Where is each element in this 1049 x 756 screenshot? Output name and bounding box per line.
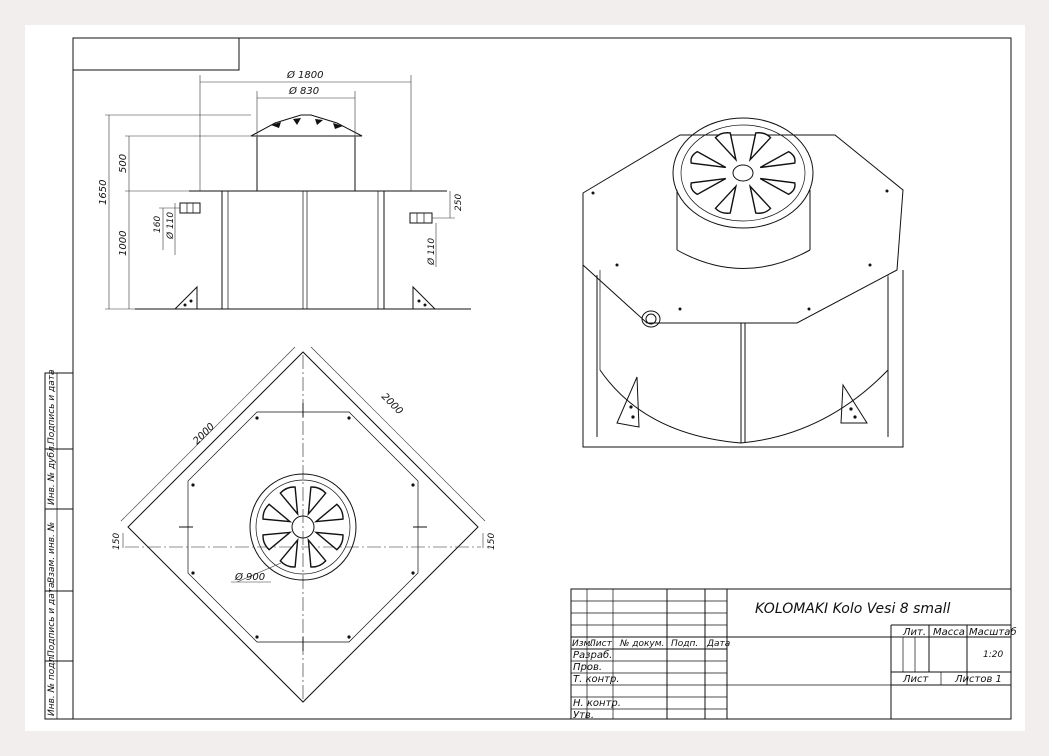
top-corner-box [72, 37, 240, 71]
col-docum: № докум. [619, 639, 664, 649]
drawing-title: KOLOMAKI Kolo Vesi 8 small [755, 601, 951, 617]
lid-slot [714, 132, 738, 163]
dim-150-left: 150 [112, 533, 122, 550]
lid-slot [279, 537, 299, 568]
lid-slot [279, 486, 299, 517]
listov-label: Листов 1 [954, 674, 1002, 685]
inv-dubl-label: Инв. № дубл. [47, 443, 57, 505]
dim-830: Ø 830 [288, 85, 319, 97]
lid-slot [313, 531, 344, 551]
lid-slot [714, 183, 738, 214]
massa-label: Масса [933, 627, 965, 638]
col-list: Лист [588, 639, 613, 649]
lid-slot [690, 150, 727, 169]
lid-slot [313, 503, 344, 523]
col-izm: Изм. [572, 639, 593, 649]
scale-value: 1:20 [983, 650, 1003, 660]
dim-1650: 1650 [98, 180, 109, 205]
dim-110-left: Ø 110 [165, 212, 176, 240]
podp-data-label-2: Подпись и дата [47, 369, 57, 444]
dim-160: 160 [153, 216, 163, 233]
lid-slot [759, 177, 796, 196]
title-block: KOLOMAKI Kolo Vesi 8 small Изм. Лист № д… [570, 588, 1017, 721]
isometric-view [582, 117, 904, 448]
lid-slot [748, 183, 772, 214]
lid-slot [307, 537, 327, 568]
podp-data-label-1: Подпись и дата [47, 582, 57, 657]
row-tkontr: Т. контр. [573, 674, 620, 685]
dim-1800: Ø 1800 [286, 69, 324, 81]
row-utv: Утв. [573, 710, 594, 721]
technical-drawing: Инв. № подл. Подпись и дата Взам. инв. №… [44, 37, 1017, 721]
side-stamp: Инв. № подл. Подпись и дата Взам. инв. №… [44, 369, 74, 720]
col-data: Дата [706, 639, 730, 649]
dim-1000: 1000 [118, 231, 129, 256]
list-label: Лист [902, 674, 930, 685]
lit-label: Лит. [902, 627, 926, 638]
row-nkontr: Н. контр. [573, 698, 621, 709]
vzam-inv-label: Взам. инв. № [47, 522, 57, 583]
inv-podl-label: Инв. № подл. [47, 654, 57, 716]
lid-slot [307, 486, 327, 517]
dim-900: Ø 900 [234, 571, 265, 583]
dim-2000-left: 2000 [191, 421, 217, 447]
lid-slot [690, 177, 727, 196]
lid-slot [262, 503, 293, 523]
front-view: Ø 1800 Ø 830 1650 500 1000 160 Ø 110 250… [98, 69, 471, 310]
dim-500: 500 [118, 154, 129, 173]
dim-150-right: 150 [487, 533, 497, 550]
lid-slot [748, 132, 772, 163]
lid-slot [759, 150, 796, 169]
lid-slot [262, 531, 293, 551]
dim-110-right: Ø 110 [426, 238, 437, 266]
row-razrab: Разраб. [573, 649, 612, 661]
row-prov: Пров. [573, 662, 602, 673]
dim-2000-right: 2000 [379, 391, 405, 417]
dim-250: 250 [454, 194, 464, 211]
drawing-sheet: Инв. № подл. Подпись и дата Взам. инв. №… [25, 25, 1025, 731]
top-view: 2000 2000 150 150 Ø 900 [112, 346, 497, 703]
masshtab-label: Масштаб [969, 626, 1017, 638]
col-podp: Подп. [671, 639, 698, 649]
